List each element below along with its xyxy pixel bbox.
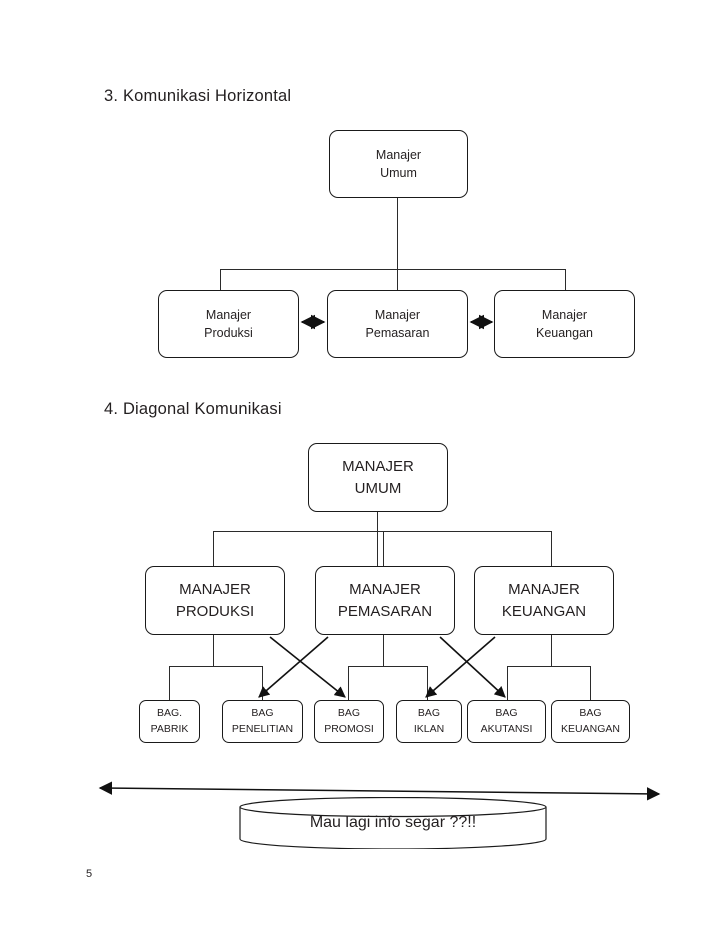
node-bag-promosi[interactable]: BAG PROMOSI bbox=[314, 700, 384, 743]
stem-pemasaran-down bbox=[383, 634, 385, 666]
node-line-2: PENELITIAN bbox=[231, 722, 294, 735]
page-number: 5 bbox=[86, 868, 93, 880]
node-manajer-keuangan-horizontal[interactable]: Manajer Keuangan bbox=[494, 290, 635, 358]
node-line-1: BAG bbox=[579, 707, 602, 720]
node-bag-penelitian[interactable]: BAG PENELITIAN bbox=[222, 700, 303, 743]
node-manajer-pemasaran-horizontal[interactable]: Manajer Pemasaran bbox=[327, 290, 468, 358]
dept-drop-keuangan-bag bbox=[590, 666, 592, 701]
node-line-1: Manajer bbox=[205, 307, 252, 322]
node-manajer-umum-horizontal[interactable]: Manajer Umum bbox=[329, 130, 468, 198]
stem-keuangan-down bbox=[551, 634, 553, 666]
dept-drop-promosi bbox=[348, 666, 350, 701]
connector-drop-pemasaran bbox=[397, 269, 399, 291]
node-line-1: BAG bbox=[495, 707, 518, 720]
connector-drop-manajer-produksi bbox=[213, 531, 215, 569]
footer-double-arrow bbox=[98, 781, 661, 801]
dept-drop-penelitian bbox=[262, 666, 264, 701]
node-line-2: PABRIK bbox=[150, 722, 189, 735]
connector-top-stem-chart1 bbox=[397, 198, 399, 270]
node-bag-keuangan[interactable]: BAG KEUANGAN bbox=[551, 700, 630, 743]
node-line-2: Keuangan bbox=[535, 326, 593, 340]
node-line-2: Produksi bbox=[204, 326, 253, 340]
dept-drop-pabrik bbox=[169, 666, 171, 701]
node-bag-pabrik[interactable]: BAG. PABRIK bbox=[139, 700, 200, 743]
node-line-1: Manajer bbox=[374, 307, 421, 322]
arrow-produksi-to-promosi bbox=[269, 636, 346, 698]
section-heading-diagonal-komunikasi: 4. Diagonal Komunikasi bbox=[104, 400, 282, 418]
node-manajer-produksi-horizontal[interactable]: Manajer Produksi bbox=[158, 290, 299, 358]
arrow-pemasaran-to-akutansi bbox=[439, 636, 506, 698]
node-line-2: PRODUKSI bbox=[175, 602, 255, 620]
node-line-2: KEUANGAN bbox=[501, 602, 587, 620]
node-line-2: KEUANGAN bbox=[561, 722, 620, 735]
node-manajer-pemasaran-diagonal[interactable]: MANAJER PEMASARAN bbox=[315, 566, 455, 635]
connector-drop-produksi bbox=[220, 269, 222, 291]
node-line-1: BAG. bbox=[156, 707, 183, 720]
connector-drop-manajer-pemasaran bbox=[383, 531, 385, 569]
node-manajer-produksi-diagonal[interactable]: MANAJER PRODUKSI bbox=[145, 566, 285, 635]
connector-drop-keuangan bbox=[565, 269, 567, 291]
arrow-keuangan-to-iklan bbox=[425, 636, 496, 698]
dept-bus-keuangan bbox=[507, 666, 591, 668]
dept-drop-akutansi bbox=[507, 666, 509, 701]
node-line-1: MANAJER bbox=[349, 580, 421, 598]
stem-produksi-down bbox=[213, 634, 215, 666]
node-line-1: Manajer bbox=[541, 307, 588, 322]
cylinder-banner-label: Mau lagi info segar ??!! bbox=[309, 814, 477, 831]
node-line-1: BAG bbox=[417, 707, 441, 720]
connector-drop-manajer-keuangan bbox=[551, 531, 553, 569]
node-line-2: IKLAN bbox=[413, 722, 445, 735]
arrow-pemasaran-to-penelitian bbox=[258, 636, 329, 698]
connector-bus-chart2 bbox=[213, 531, 552, 533]
node-line-2: Umum bbox=[380, 166, 417, 180]
dept-bus-pemasaran bbox=[348, 666, 428, 668]
dept-bus-produksi bbox=[169, 666, 263, 668]
node-line-1: MANAJER bbox=[179, 580, 251, 598]
node-line-2: PEMASARAN bbox=[337, 602, 433, 620]
connector-bus-chart1 bbox=[220, 269, 566, 271]
section-heading-komunikasi-horizontal: 3. Komunikasi Horizontal bbox=[104, 87, 292, 105]
node-line-1: MANAJER bbox=[508, 580, 580, 598]
node-line-1: Manajer bbox=[375, 147, 422, 162]
connector-top-stem-chart2 bbox=[377, 512, 379, 570]
node-manajer-keuangan-diagonal[interactable]: MANAJER KEUANGAN bbox=[474, 566, 614, 635]
node-bag-akutansi[interactable]: BAG AKUTANSI bbox=[467, 700, 546, 743]
node-line-1: BAG bbox=[337, 707, 361, 720]
node-line-2: AKUTANSI bbox=[480, 722, 533, 735]
node-manajer-umum-diagonal[interactable]: MANAJER UMUM bbox=[308, 443, 448, 512]
node-line-1: MANAJER bbox=[342, 457, 414, 475]
dept-drop-iklan bbox=[427, 666, 429, 701]
node-bag-iklan[interactable]: BAG IKLAN bbox=[396, 700, 462, 743]
node-line-2: Pemasaran bbox=[365, 326, 430, 340]
node-line-2: UMUM bbox=[354, 479, 402, 497]
node-line-2: PROMOSI bbox=[324, 722, 374, 735]
node-line-1: BAG bbox=[251, 707, 274, 720]
